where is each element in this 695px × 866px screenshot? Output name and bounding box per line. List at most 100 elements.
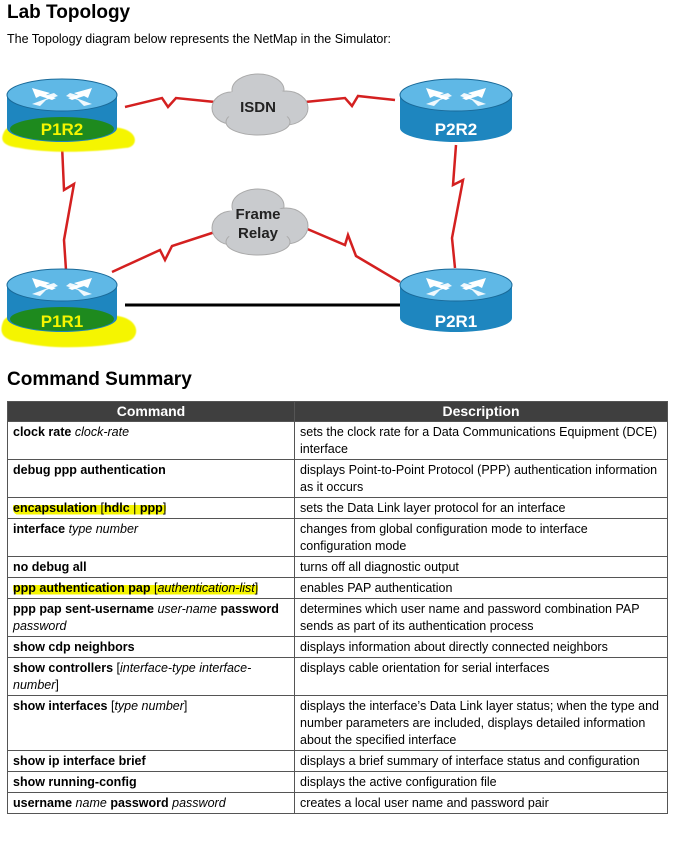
- frame-relay-cloud-icon: Frame Relay: [211, 188, 309, 256]
- description-cell: changes from global configuration mode t…: [294, 518, 668, 557]
- command-text: no debug all: [13, 560, 87, 574]
- command-cell: show controllers [interface-type interfa…: [7, 657, 295, 696]
- command-part: [: [113, 661, 120, 675]
- router-arrows-icon: [32, 88, 92, 106]
- command-text: show cdp neighbors: [13, 640, 135, 654]
- description-cell: displays the interface’s Data Link layer…: [294, 695, 668, 751]
- table-header-row: Command Description: [7, 401, 668, 422]
- command-part: ppp authentication pap: [13, 581, 151, 595]
- command-part: show running-config: [13, 775, 137, 789]
- command-part: no debug all: [13, 560, 87, 574]
- description-cell: determines which user name and password …: [294, 598, 668, 637]
- cloud-label-relay: Relay: [238, 225, 279, 242]
- command-part: show ip interface brief: [13, 754, 146, 768]
- command-text: show running-config: [13, 775, 137, 789]
- command-cell: no debug all: [7, 556, 295, 578]
- command-part: hdlc: [104, 501, 130, 515]
- intro-text: The Topology diagram below represents th…: [7, 32, 392, 46]
- command-part: ppp pap sent-username: [13, 602, 154, 616]
- command-summary-table: Command Description clock rate clock-rat…: [7, 401, 668, 814]
- command-part: [: [150, 581, 158, 595]
- page-title: Lab Topology: [7, 2, 131, 23]
- command-part: ]: [162, 501, 167, 515]
- column-header-description: Description: [294, 401, 668, 422]
- command-text: username name password password: [13, 796, 226, 810]
- command-part: ]: [183, 699, 188, 713]
- table-row: clock rate clock-rate sets the clock rate…: [7, 421, 668, 460]
- router-arrows-icon: [32, 278, 92, 296]
- section-title: Command Summary: [7, 369, 192, 390]
- command-cell: show cdp neighbors: [7, 636, 295, 658]
- table-body: clock rate clock-rate sets the clock rate…: [7, 421, 668, 814]
- column-header-command: Command: [7, 401, 295, 422]
- command-part: |: [129, 501, 140, 515]
- router-p1r2[interactable]: P1R2: [2, 78, 135, 152]
- cloud-label-isdn: ISDN: [240, 99, 276, 116]
- command-text: clock rate clock-rate: [13, 425, 129, 439]
- command-part: show cdp neighbors: [13, 640, 135, 654]
- command-part: user-name: [157, 602, 218, 616]
- command-part: password: [13, 619, 67, 633]
- table-row: debug ppp authentication displays Point-t…: [7, 459, 668, 498]
- command-text: debug ppp authentication: [13, 463, 166, 477]
- serial-link-p1r2-isdn: [124, 96, 216, 110]
- description-cell: sets the Data Link layer protocol for an…: [294, 497, 668, 519]
- command-part: password: [172, 796, 226, 810]
- topology-diagram: ISDN Frame Relay P1R2: [1, 73, 513, 348]
- router-p2r1[interactable]: P2R1: [399, 268, 513, 332]
- command-part: ppp: [139, 501, 163, 515]
- router-arrows-icon: [426, 278, 486, 296]
- highlighted-command: ppp authentication pap [authentication-l…: [13, 581, 259, 595]
- command-part: type number: [114, 699, 184, 713]
- table-row: encapsulation [hdlc | ppp] sets the Data …: [7, 497, 668, 519]
- description-cell: sets the clock rate for a Data Communica…: [294, 421, 668, 460]
- table-row: show running-config displays the active c…: [7, 771, 668, 793]
- command-part: username: [13, 796, 73, 810]
- command-part: interface-type interface-number: [13, 661, 252, 692]
- command-part: interface: [13, 522, 66, 536]
- command-part: authentication-list: [157, 581, 255, 595]
- router-label-p1r2: P1R2: [41, 120, 84, 139]
- table-row: show ip interface brief displays a brief …: [7, 750, 668, 772]
- command-text: show controllers [interface-type interfa…: [13, 661, 251, 692]
- serial-link-p2r2-p2r1: [450, 144, 465, 269]
- command-cell: ppp pap sent-username user-name password…: [7, 598, 295, 637]
- serial-link-isdn-p2r2: [304, 94, 396, 109]
- highlighted-command: encapsulation [hdlc | ppp]: [13, 501, 167, 515]
- router-p2r2[interactable]: P2R2: [399, 78, 513, 142]
- serial-link-frame-p2r1: [304, 226, 401, 284]
- description-cell: displays the active configuration file: [294, 771, 668, 793]
- router-arrows-icon: [426, 88, 486, 106]
- command-part: [: [97, 501, 104, 515]
- command-cell: show interfaces [type number]: [7, 695, 295, 751]
- command-cell: encapsulation [hdlc | ppp]: [7, 497, 295, 519]
- router-label-p1r1: P1R1: [41, 312, 84, 331]
- description-cell: displays Point-to-Point Protocol (PPP) a…: [294, 459, 668, 498]
- router-label-p2r2: P2R2: [435, 120, 478, 139]
- command-part: debug ppp authentication: [13, 463, 166, 477]
- table-row: ppp pap sent-username user-name password…: [7, 598, 668, 637]
- table-row: ppp authentication pap [authentication-l…: [7, 577, 668, 599]
- router-p1r1[interactable]: P1R1: [1, 268, 137, 348]
- command-cell: show running-config: [7, 771, 295, 793]
- command-part: ]: [254, 581, 259, 595]
- command-part: show controllers: [13, 661, 114, 675]
- command-part: clock rate: [13, 425, 72, 439]
- serial-link-p1r2-p1r1: [60, 144, 76, 271]
- cloud-label-frame: Frame: [235, 206, 280, 223]
- table-row: show interfaces [type number]displays th…: [7, 695, 668, 751]
- command-part: name: [75, 796, 107, 810]
- command-part: password: [110, 796, 169, 810]
- description-cell: displays cable orientation for serial in…: [294, 657, 668, 696]
- command-text: interface type number: [13, 522, 138, 536]
- command-part: clock-rate: [74, 425, 130, 439]
- command-cell: ppp authentication pap [authentication-l…: [7, 577, 295, 599]
- command-cell: username name password password: [7, 792, 295, 814]
- description-cell: displays a brief summary of interface st…: [294, 750, 668, 772]
- command-part: encapsulation: [13, 501, 98, 515]
- command-cell: debug ppp authentication: [7, 459, 295, 498]
- command-part: password: [220, 602, 279, 616]
